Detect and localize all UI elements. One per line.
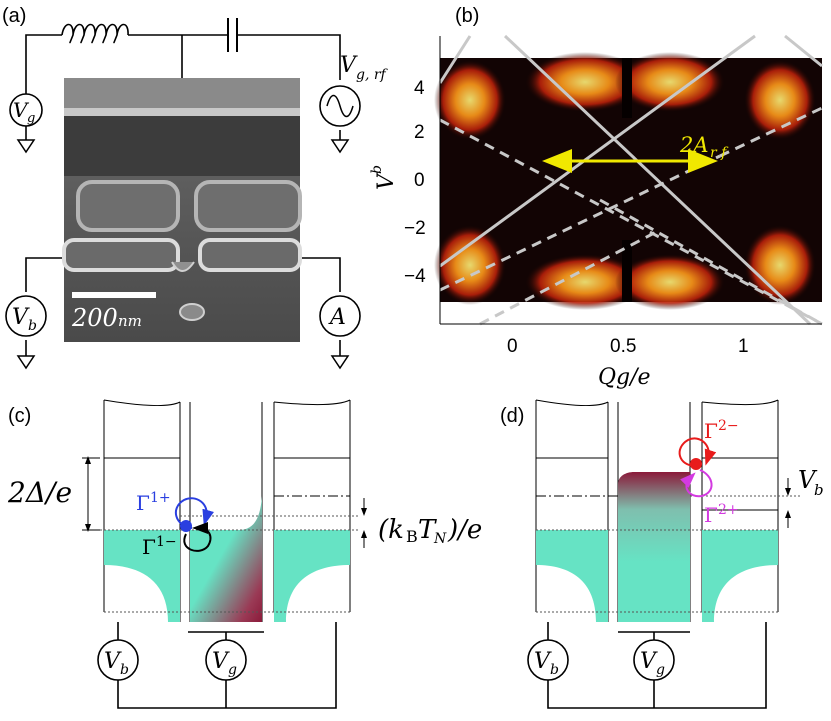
energy-levels-d [536, 495, 800, 613]
y-tick-2: 2 [414, 122, 425, 143]
stability-map [434, 36, 822, 324]
quasiparticle-dot [180, 520, 192, 532]
ammeter: A [319, 295, 361, 337]
svg-text:g: g [656, 662, 665, 678]
y-axis-label-sub: b [369, 165, 385, 174]
y-axis-label: V [374, 172, 399, 190]
gate-rf-source: V g, rf [319, 53, 389, 127]
x-tick-0-5: 0.5 [610, 336, 636, 357]
svg-text:V: V [640, 649, 658, 674]
bias-source-c: V b [97, 639, 139, 681]
rf-amplitude-label: 2A [679, 133, 709, 157]
circuit-c [117, 622, 337, 709]
inductor-coil [61, 23, 129, 44]
bias-label-d: V [798, 466, 818, 494]
island-fill-c [190, 496, 262, 622]
x-tick-1: 1 [738, 336, 749, 357]
svg-text:N: N [433, 531, 447, 547]
y-tick-0: 0 [414, 170, 425, 191]
sine-icon [326, 94, 354, 118]
panel-b-label: (b) [455, 5, 479, 27]
panel-d-label: (d) [500, 405, 524, 427]
rate-up-label: Γ [136, 491, 150, 515]
left-lead-fill [104, 530, 180, 622]
rate-loop-down [183, 522, 212, 552]
rate-loop-up-d [680, 469, 713, 498]
rate-loop-up [174, 497, 214, 529]
gate-dc-source: V g [9, 93, 43, 127]
bias-source-d: V b [527, 639, 569, 681]
panel-c: (c) [7, 399, 482, 709]
svg-text:V: V [104, 649, 122, 674]
gate-source-d: V g [633, 639, 675, 681]
island-fill-d [618, 472, 690, 622]
svg-text:g, rf: g, rf [356, 67, 389, 83]
panel-b: (b) 2A [369, 5, 823, 390]
x-axis-label: Qg/e [598, 365, 651, 390]
gap-bracket [82, 456, 100, 532]
svg-text:)/e: )/e [447, 515, 482, 545]
y-axis: 4 2 0 −2 −4 V b [369, 36, 441, 324]
x-tick-0: 0 [507, 336, 518, 357]
rate-down-label: Γ [142, 535, 156, 559]
rate-up-label-d: Γ [704, 503, 718, 527]
rate-loop-down-d [678, 437, 717, 467]
capacitor [227, 18, 238, 52]
bias-source: V b [5, 295, 47, 337]
svg-text:V: V [13, 98, 30, 122]
panel-a: (a) V [2, 5, 389, 370]
svg-text:B: B [406, 527, 418, 546]
svg-text:1−: 1− [156, 534, 177, 550]
panel-c-label: (c) [8, 405, 31, 427]
left-lead-fill-d [536, 530, 608, 622]
x-axis: 0 0.5 1 Qg/e [440, 323, 822, 390]
svg-text:V: V [340, 53, 358, 78]
svg-text:2−: 2− [718, 418, 739, 434]
y-tick-neg2: −2 [404, 218, 426, 239]
scale-bar [72, 292, 156, 298]
svg-text:V: V [212, 649, 230, 674]
svg-text:(k: (k [378, 515, 404, 545]
scale-bar-value: 200 [71, 304, 118, 332]
svg-text:A: A [328, 305, 346, 330]
rate-down-label-d: Γ [704, 419, 718, 443]
quasiparticle-dot-d [690, 458, 702, 470]
panel-a-label: (a) [2, 5, 26, 27]
svg-text:V: V [12, 305, 30, 330]
scale-bar-unit: nm [118, 312, 142, 330]
panel-d: (d) V b [500, 399, 824, 709]
circuit-wires [25, 34, 341, 356]
gate-source-c: V g [205, 639, 247, 681]
svg-text:b: b [814, 481, 824, 499]
y-tick-4: 4 [414, 78, 425, 99]
svg-text:V: V [534, 649, 552, 674]
ground-symbols [16, 139, 350, 370]
svg-text:2+: 2+ [718, 502, 739, 518]
svg-text:b: b [120, 662, 129, 678]
svg-text:g: g [27, 111, 35, 126]
svg-text:T: T [418, 515, 437, 545]
diamond-lines-dashed [439, 106, 823, 326]
right-lead-fill [274, 530, 350, 622]
thermal-label: (k B T N )/e [378, 515, 482, 547]
gap-label: 2Δ/e [7, 476, 72, 509]
svg-text:b: b [28, 318, 37, 334]
sem-micrograph: 200 nm [62, 78, 302, 342]
rf-amplitude-sub: r f [710, 145, 729, 161]
right-lead-fill-d [702, 530, 778, 622]
y-tick-neg4: −4 [404, 266, 426, 287]
svg-text:1+: 1+ [150, 490, 171, 506]
circuit-d [547, 622, 767, 709]
svg-text:b: b [550, 662, 559, 678]
svg-text:g: g [228, 662, 237, 678]
